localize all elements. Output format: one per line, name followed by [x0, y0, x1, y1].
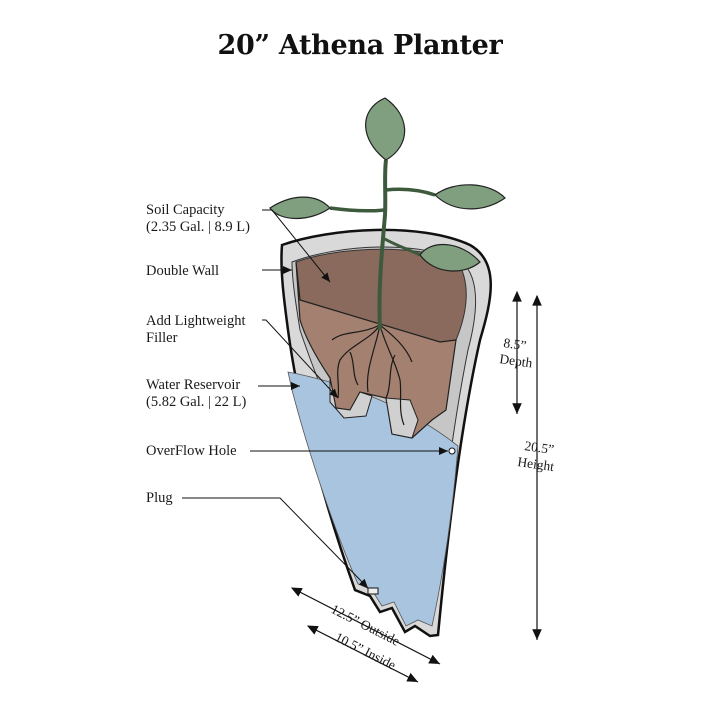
branch-left: [329, 206, 385, 213]
label-filler: Add Lightweight: [146, 313, 245, 329]
branch-right: [385, 187, 436, 197]
wicking-foot-left: [329, 377, 373, 419]
height-value: 20.5”: [524, 438, 555, 457]
inside-dimension-line: [306, 625, 419, 683]
label-double-wall: Double Wall: [146, 263, 219, 279]
label-soil-capacity-values: (2.35 Gal. | 8.9 L): [146, 219, 250, 235]
overflow-hole: [448, 447, 456, 455]
label-reservoir-values: (5.82 Gal. | 22 L): [146, 394, 247, 410]
label-soil-capacity: Soil Capacity: [146, 202, 225, 218]
leader-plug: [182, 497, 369, 589]
leaf-left: [269, 196, 331, 219]
branch-low: [382, 236, 421, 257]
leader-soil: [262, 209, 331, 283]
label-filler-2: Filler: [146, 330, 178, 346]
leaf-low: [419, 243, 481, 272]
height-label: Height: [517, 454, 556, 474]
diagram-title: 20” Athena Planter: [217, 30, 503, 61]
depth-value: 8.5”: [503, 335, 528, 353]
depth-label: Depth: [499, 351, 534, 370]
leader-filler: [262, 319, 339, 399]
leaf-right: [434, 184, 506, 210]
label-reservoir: Water Reservoir: [146, 377, 240, 393]
plant-stem: [377, 159, 388, 331]
plug-marker: [367, 587, 379, 595]
label-overflow-hole: OverFlow Hole: [146, 443, 237, 459]
leaf-top: [365, 97, 406, 161]
label-plug: Plug: [146, 490, 173, 506]
plant-roots: [331, 324, 413, 426]
